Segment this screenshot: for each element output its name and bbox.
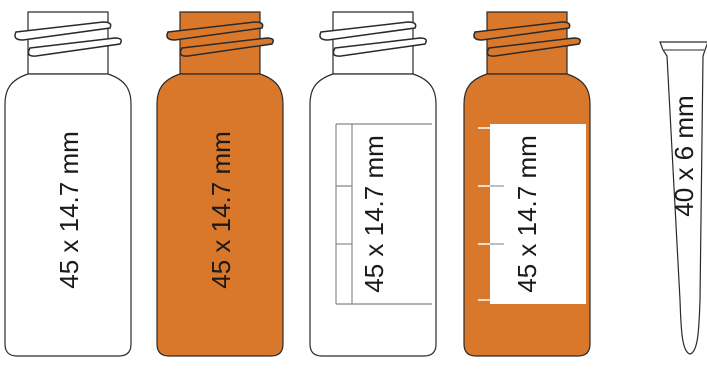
- vial-4: 45 x 14.7 mm: [463, 11, 591, 357]
- vial-3-graduation-marks: [335, 123, 432, 305]
- vial-3-thread: [319, 21, 427, 57]
- vial-2: 45 x 14.7 mm: [156, 11, 284, 357]
- vial-4-thread: [473, 21, 581, 57]
- vial-3: 45 x 14.7 mm: [309, 11, 437, 357]
- insert-label: 40 x 6 mm: [669, 95, 699, 216]
- vial-1-body: [4, 73, 132, 357]
- vial-2-body: [156, 73, 284, 357]
- vial-1: 45 x 14.7 mm: [4, 11, 132, 357]
- vial-4-label-window: [490, 124, 586, 304]
- vial-3-label: 45 x 14.7 mm: [359, 135, 389, 293]
- vial-2-label: 45 x 14.7 mm: [206, 131, 236, 289]
- vial-4-label: 45 x 14.7 mm: [512, 135, 542, 293]
- vial-3-body: [309, 73, 437, 357]
- vial-1-label: 45 x 14.7 mm: [54, 131, 84, 289]
- vial-2-thread: [166, 21, 274, 57]
- vial-1-thread: [14, 21, 122, 57]
- insert-outline: [659, 41, 707, 355]
- vial-4-graduation-ticks: [490, 185, 504, 245]
- insert: 40 x 6 mm: [659, 41, 707, 355]
